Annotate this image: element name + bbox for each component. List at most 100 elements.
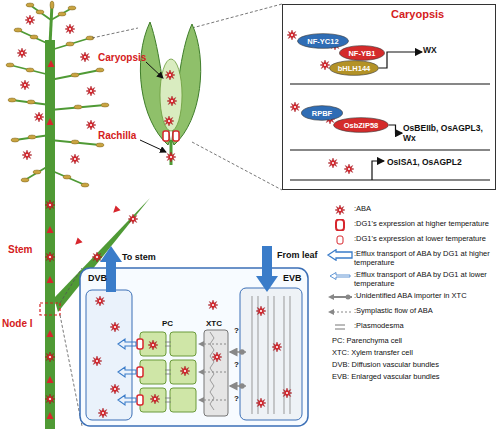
caryopsis-grain	[160, 59, 182, 131]
legend-row: :Plasmodesma	[326, 321, 498, 333]
legend-sample	[326, 219, 354, 231]
vessel-wall	[274, 296, 275, 414]
symplastic-flow	[199, 344, 226, 345]
transport-triangle	[111, 205, 121, 215]
legend: :ABA:DG1's expression at higher temperat…	[326, 204, 498, 381]
label-text: XTC	[206, 319, 222, 328]
panel-heading: Caryopsis	[391, 8, 444, 20]
aba-star	[256, 306, 266, 316]
efflux-arrows	[118, 339, 136, 405]
label-text: To stem	[122, 252, 156, 262]
aba-star	[17, 48, 27, 58]
node-text: NF-YB1	[348, 49, 375, 58]
aba-star	[282, 388, 292, 398]
panicle-axis	[50, 4, 52, 45]
symplastic-flow	[199, 372, 226, 373]
node-text: RPBF	[312, 109, 332, 118]
transport-triangle	[47, 276, 54, 283]
legend-sample	[326, 249, 354, 261]
grain	[33, 170, 41, 174]
grain	[6, 63, 14, 67]
legend-text: DVB: Diffusion vascular bundles	[332, 360, 439, 369]
symplastic-flow	[199, 400, 226, 401]
aba-star	[164, 116, 174, 126]
transport-triangle	[47, 412, 54, 419]
branch	[50, 105, 105, 110]
branch	[51, 8, 72, 20]
node-text: NF-YC12	[307, 37, 338, 46]
grain	[96, 68, 104, 72]
label-text: DVB	[88, 273, 107, 283]
grain	[71, 140, 79, 144]
pointer-arrow	[146, 62, 163, 78]
oval-shape	[330, 61, 379, 76]
zoom-line	[192, 142, 282, 190]
label-text: ?	[234, 360, 239, 369]
grain	[28, 135, 36, 139]
vessel-wall	[252, 296, 253, 414]
oval-shape	[301, 106, 342, 121]
dvb-bundle	[86, 290, 132, 420]
label-text: Node I	[2, 318, 33, 329]
aba-star	[95, 296, 105, 306]
to-stem-arrow	[100, 246, 122, 292]
aba-star	[86, 120, 96, 130]
oval-shape	[334, 118, 389, 133]
stem	[45, 40, 55, 429]
aba-star	[110, 322, 120, 332]
dg1-capsules	[137, 339, 143, 405]
protein-oval: NF-YC12	[297, 33, 349, 49]
label-text: Rachilla	[98, 130, 136, 141]
dg1-capsule	[173, 131, 179, 141]
aba-star	[45, 352, 55, 362]
label-text: Stem	[8, 244, 32, 255]
zoom-line	[60, 315, 82, 426]
vessel-wall	[268, 296, 269, 414]
legend-sample	[326, 270, 354, 282]
transport-triangle	[48, 60, 55, 67]
pc-cell	[170, 360, 196, 384]
legend-text: EVB: Enlarged vascular bundles	[332, 372, 440, 381]
aba-star	[320, 60, 330, 70]
transport-triangle	[47, 376, 54, 383]
legend-row: EVB: Enlarged vascular bundles	[326, 372, 498, 381]
caryopsis-panel: CaryopsisNF-YC12NF-YB1bHLH144WXRPBFOsbZI…	[282, 4, 496, 190]
aba-star	[25, 15, 35, 25]
importer-dot	[240, 350, 244, 354]
aba-star	[65, 24, 75, 34]
grain	[63, 175, 71, 179]
efflux-arrow	[118, 339, 136, 349]
grain	[27, 100, 35, 104]
aba-star	[22, 150, 32, 160]
grain	[30, 35, 38, 39]
branch	[12, 100, 50, 105]
evb-vessels	[252, 296, 290, 414]
grain	[58, 12, 66, 16]
transport-triangle	[47, 118, 54, 125]
protein-oval: bHLH144	[329, 60, 379, 76]
pc-cells	[140, 332, 196, 412]
aba-star	[335, 205, 345, 215]
aba-star	[150, 394, 160, 404]
grain	[8, 98, 16, 102]
legend-text: :DG1's expression at higher temperature	[354, 219, 489, 228]
grain	[66, 42, 74, 46]
transport-triangle	[73, 237, 83, 247]
plasmodesma	[165, 398, 171, 399]
aba-star	[272, 342, 282, 352]
grain	[74, 105, 82, 109]
aba-star	[167, 96, 177, 106]
aba-star	[80, 52, 90, 62]
dg1-capsule	[137, 395, 143, 405]
dg1-capsule	[137, 367, 143, 377]
aba-star	[20, 80, 30, 90]
from-leaf-arrow	[256, 246, 278, 292]
grain	[50, 1, 54, 9]
plasmodesma-line	[335, 329, 345, 330]
aba-star	[45, 252, 55, 262]
legend-row: :Efflux transport of ABA by DG1 at highe…	[326, 249, 498, 267]
branch	[50, 70, 100, 80]
legend-text: :Plasmodesma	[354, 321, 404, 330]
dg1-capsule	[163, 131, 169, 141]
branch	[51, 38, 90, 50]
